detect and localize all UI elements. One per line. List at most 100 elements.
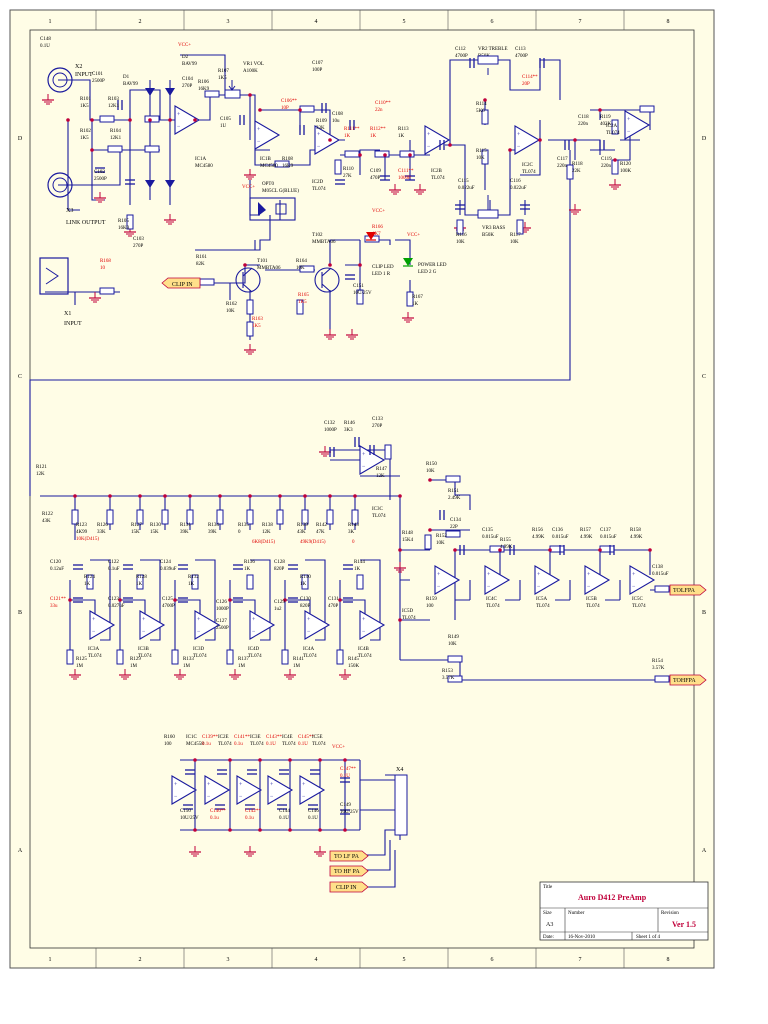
junction-dot <box>90 118 94 122</box>
component-ref: R165 <box>298 293 309 298</box>
component-ref: IC5E <box>312 735 323 740</box>
component-ref: R154 <box>652 659 663 664</box>
vcc-label: VCC+ <box>242 185 255 190</box>
component-ref: R113 <box>398 127 409 132</box>
svg-text:+: + <box>537 572 541 578</box>
component-value: 10u <box>332 119 340 124</box>
component-value: 10K <box>436 541 445 546</box>
component-value: 3.57K <box>652 666 665 671</box>
junction-dot <box>258 758 262 762</box>
svg-text:−: − <box>270 794 274 800</box>
resistor-body <box>447 675 463 683</box>
component-ref: C120 <box>50 560 61 565</box>
component-ref: C143** <box>266 735 282 740</box>
component-value: TL074 <box>486 604 500 609</box>
resistor-body <box>336 649 344 665</box>
ground-symbol <box>569 204 581 215</box>
component-r111: R111**1K <box>344 127 360 139</box>
component-ref: R121 <box>36 465 47 470</box>
component-value: TL074 <box>218 742 232 747</box>
resistor-body <box>216 509 224 525</box>
component-value: 33K <box>316 126 325 131</box>
capacitor-body <box>125 179 135 185</box>
junction-dot <box>193 758 197 762</box>
component-value: 1K <box>136 582 143 587</box>
opamp-triangle: +− <box>299 775 326 805</box>
border-row-B-right: B <box>702 610 706 616</box>
component-ref: C140** <box>210 809 226 814</box>
component-ref: IC4A <box>303 647 315 652</box>
component-ref: R109 <box>316 119 327 124</box>
border-column-8-top: 8 <box>667 19 670 25</box>
component-ref: R148 <box>402 531 413 536</box>
component-ref: R131 <box>180 523 191 528</box>
component-value: TL074 <box>248 654 262 659</box>
component-value: 16K9 <box>282 164 294 169</box>
component-value: 15K <box>131 530 140 535</box>
component-ref: IC5C <box>632 597 644 602</box>
resistor-body <box>226 649 234 665</box>
junction-dot <box>258 108 262 112</box>
ground-symbol <box>609 179 621 190</box>
component-ref: C139** <box>202 735 218 740</box>
border-column-7-top: 7 <box>579 19 582 25</box>
resistor-body <box>126 214 134 230</box>
revision-value: Ver 1.5 <box>672 920 696 929</box>
component-ref: R155 <box>500 538 511 543</box>
svg-text:−: − <box>92 629 96 635</box>
component-ref: R135 <box>238 523 249 528</box>
component-ref: C137 <box>600 528 611 533</box>
junction-dot <box>428 478 432 482</box>
component-ref: R156 <box>532 528 543 533</box>
component-value: 16K9 <box>118 226 130 231</box>
junction-dot <box>428 528 432 532</box>
capacitor-body <box>178 564 188 570</box>
junction-dot <box>288 758 292 762</box>
capacitor-body <box>520 204 530 210</box>
component-value: 4K99 <box>76 530 88 535</box>
component-value: 10K <box>456 240 465 245</box>
opamp-triangle: +− <box>629 565 656 595</box>
component-value: 470P <box>328 604 339 609</box>
ground-symbol <box>244 846 256 857</box>
resistor-body <box>116 649 124 665</box>
svg-text:CLIP IN: CLIP IN <box>336 885 357 891</box>
svg-text:+: + <box>362 617 366 623</box>
resistor-body <box>246 299 254 315</box>
component-value: 22n <box>375 108 383 113</box>
opamp-triangle: +− <box>171 775 198 805</box>
component-value: 47K <box>316 530 325 535</box>
border-column-4-top: 4 <box>315 19 318 25</box>
capacitor-body <box>340 777 350 783</box>
opamp-triangle: +− <box>514 125 541 155</box>
title-block: Title Auro D412 PreAmp Size A3 Number Re… <box>539 881 709 941</box>
resistor-symbols <box>66 90 670 683</box>
resistor-body <box>246 509 254 525</box>
resistor-body <box>549 545 565 553</box>
junction-dot <box>343 758 347 762</box>
